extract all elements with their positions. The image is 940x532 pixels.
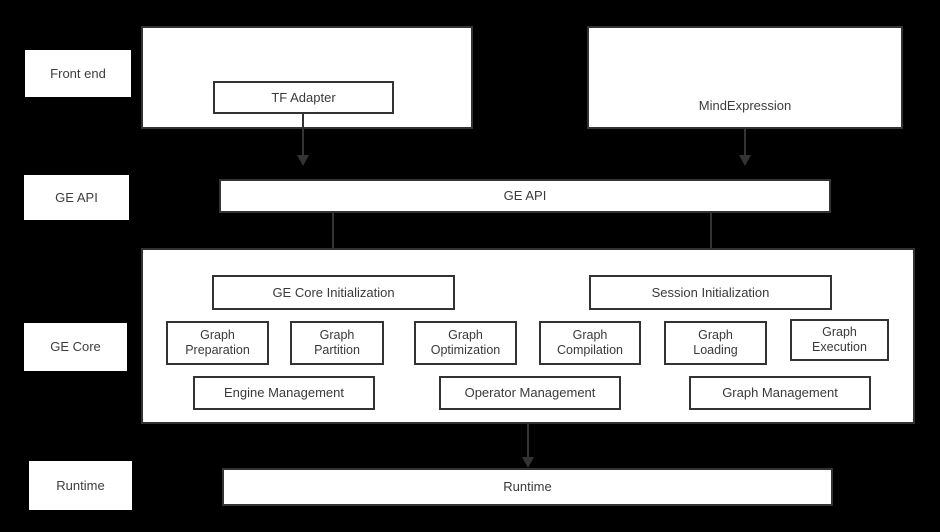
- tf-adapter-label: TF Adapter: [271, 89, 336, 105]
- session-initialization-label: Session Initialization: [651, 284, 770, 300]
- stage-label-runtime: Runtime: [29, 461, 132, 510]
- graph-management-box[interactable]: Graph Management: [689, 376, 871, 410]
- connector-gecore-runtime-line: [527, 424, 529, 460]
- stage-label-text: GE Core: [50, 339, 101, 355]
- stage-label-text: GE API: [55, 189, 98, 205]
- connector-gecore-runtime-arrow: [522, 457, 534, 468]
- graph-optimization-box[interactable]: Graph Optimization: [414, 321, 517, 365]
- stage-label-front-end: Front end: [25, 50, 131, 97]
- graph-compilation-label: Graph Compilation: [556, 328, 623, 357]
- stage-label-ge-api: GE API: [24, 175, 129, 220]
- session-initialization-box[interactable]: Session Initialization: [589, 275, 832, 310]
- engine-management-box[interactable]: Engine Management: [193, 376, 375, 410]
- mindexpression-container[interactable]: MindExpression: [587, 26, 903, 129]
- graph-loading-label: Graph Loading: [693, 328, 738, 357]
- graph-preparation-box[interactable]: Graph Preparation: [166, 321, 269, 365]
- graph-optimization-label: Graph Optimization: [430, 328, 501, 357]
- stage-label-ge-core: GE Core: [24, 323, 127, 371]
- engine-management-label: Engine Management: [224, 385, 344, 401]
- runtime-bar[interactable]: Runtime: [222, 468, 833, 506]
- connector-mindexpression-geapi-arrow: [739, 155, 751, 166]
- ge-core-initialization-box[interactable]: GE Core Initialization: [212, 275, 455, 310]
- graph-partition-box[interactable]: Graph Partition: [290, 321, 384, 365]
- graph-execution-label: Graph Execution: [812, 325, 867, 354]
- graph-preparation-label: Graph Preparation: [185, 328, 250, 357]
- graph-partition-label: Graph Partition: [314, 328, 360, 357]
- graph-compilation-box[interactable]: Graph Compilation: [539, 321, 641, 365]
- operator-management-box[interactable]: Operator Management: [439, 376, 621, 410]
- ge-api-bar[interactable]: GE API: [219, 179, 831, 213]
- ge-core-initialization-label: GE Core Initialization: [272, 284, 395, 300]
- mindexpression-title: MindExpression: [698, 98, 792, 113]
- graph-execution-box[interactable]: Graph Execution: [790, 319, 889, 361]
- connector-mindexpression-geapi-line: [744, 129, 746, 157]
- connector-geapi-sessioninit-line: [710, 213, 712, 261]
- runtime-label: Runtime: [503, 479, 552, 495]
- stage-label-text: Front end: [50, 65, 106, 81]
- graph-management-label: Graph Management: [722, 385, 838, 401]
- connector-tfadapter-geapi-line: [302, 113, 304, 157]
- operator-management-label: Operator Management: [464, 385, 596, 401]
- connector-tfadapter-geapi-arrow: [297, 155, 309, 166]
- graph-loading-box[interactable]: Graph Loading: [664, 321, 767, 365]
- stage-label-text: Runtime: [56, 477, 105, 493]
- connector-geapi-gecoreinit-line: [332, 213, 334, 261]
- tf-adapter-box[interactable]: TF Adapter: [213, 81, 394, 114]
- ge-api-label: GE API: [503, 188, 547, 204]
